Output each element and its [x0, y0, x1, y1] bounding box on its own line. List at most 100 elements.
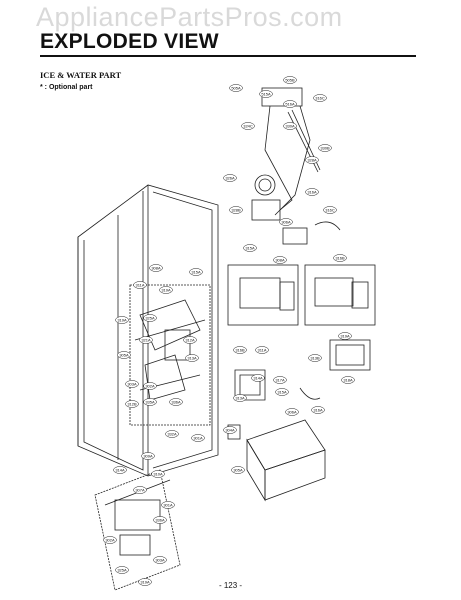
svg-text:305A: 305A: [233, 467, 243, 472]
callout-319a: 319A: [159, 286, 173, 294]
svg-text:306A: 306A: [281, 219, 291, 224]
callout-325a: 325A: [143, 314, 157, 322]
callout-316b: 316B: [233, 346, 247, 354]
svg-text:308A: 308A: [275, 257, 285, 262]
svg-text:336A: 336A: [155, 517, 165, 522]
callout-313a: 313A: [185, 354, 199, 362]
svg-text:313A: 313A: [187, 355, 197, 360]
callout-306a: 306A: [279, 218, 293, 226]
control-box: [227, 419, 326, 502]
svg-text:335A: 335A: [145, 399, 155, 404]
svg-text:330A: 330A: [285, 123, 295, 128]
callout-303a: 303A: [153, 556, 167, 564]
optional-part-note: * : Optional part: [40, 84, 93, 91]
svg-text:515A: 515A: [261, 91, 271, 96]
svg-text:307A: 307A: [135, 487, 145, 492]
callout-313a: 313A: [233, 394, 247, 402]
svg-text:505A: 505A: [231, 85, 241, 90]
watermark: AppliancePartsPros.com: [36, 2, 343, 32]
callout-324c: 324C: [241, 122, 255, 130]
callout-321a: 321A: [139, 336, 153, 344]
svg-text:319A: 319A: [140, 579, 150, 584]
svg-text:318A: 318A: [343, 377, 353, 382]
svg-text:306A: 306A: [287, 409, 297, 414]
callout-305a: 305A: [117, 351, 131, 359]
svg-text:328B: 328B: [231, 207, 241, 212]
title-rule: [40, 55, 416, 57]
callout-305a: 305A: [231, 466, 245, 474]
callout-505a: 505A: [229, 84, 243, 92]
svg-text:332A: 332A: [167, 431, 177, 436]
callout-303a: 303A: [125, 380, 139, 388]
callout-328a: 328A: [305, 156, 319, 164]
callout-311a: 311A: [255, 346, 269, 354]
svg-text:303A: 303A: [155, 557, 165, 562]
dispenser-heater: [234, 369, 321, 401]
callout-302a: 302A: [143, 382, 157, 390]
callout-326a: 326A: [223, 174, 237, 182]
svg-text:336A: 336A: [171, 399, 181, 404]
callout-325a: 325A: [115, 566, 129, 574]
svg-text:325A: 325A: [145, 315, 155, 320]
svg-text:505B: 505B: [285, 77, 295, 82]
heater-frame: [329, 339, 371, 371]
svg-text:330B: 330B: [320, 145, 330, 150]
callout-516a: 516A: [283, 100, 297, 108]
callout-316a: 316A: [311, 406, 325, 414]
svg-text:311A: 311A: [135, 282, 144, 287]
callout-310a: 310A: [151, 470, 165, 478]
svg-text:319A: 319A: [340, 333, 350, 338]
callout-313b: 313B: [308, 354, 322, 362]
svg-text:305A: 305A: [119, 352, 129, 357]
svg-text:316B: 316B: [335, 255, 345, 260]
callout-336a: 336A: [153, 516, 167, 524]
callout-307a: 307A: [133, 486, 147, 494]
svg-text:315A: 315A: [245, 245, 255, 250]
water-valve: [251, 199, 341, 245]
callout-302a: 302A: [103, 536, 117, 544]
callout-309a: 309A: [141, 452, 155, 460]
svg-text:316C: 316C: [325, 207, 335, 212]
section-heading: ICE & WATER PART: [40, 70, 122, 80]
callout-315a: 315A: [189, 268, 203, 276]
callout-515a: 515A: [259, 90, 273, 98]
part-callouts: 505A 505B 515A 516A 316C 324C 330A 330B 328A 326A…: [103, 76, 355, 586]
svg-text:317A: 317A: [275, 377, 285, 382]
cabinet-outline: [77, 184, 219, 477]
callout-312b: 312B: [125, 400, 139, 408]
callout-311a: 311A: [133, 281, 147, 289]
callout-319a: 319A: [338, 332, 352, 340]
callout-318a: 318A: [341, 376, 355, 384]
callout-314a: 314A: [251, 374, 265, 382]
callout-316b: 316B: [333, 254, 347, 262]
callout-304a: 304A: [223, 426, 237, 434]
page-number: - 123 -: [218, 581, 243, 590]
svg-text:310A: 310A: [153, 471, 163, 476]
callout-332a: 332A: [165, 430, 179, 438]
svg-text:301A: 301A: [163, 502, 173, 507]
svg-text:302A: 302A: [145, 383, 155, 388]
svg-text:319A: 319A: [117, 317, 127, 322]
callout-316c: 316C: [313, 94, 327, 102]
ice-bin-right: [304, 264, 376, 326]
ice-bin-left: [227, 264, 299, 326]
svg-text:316A: 316A: [313, 407, 323, 412]
callout-505b: 505B: [283, 76, 297, 84]
svg-text:311A: 311A: [257, 347, 266, 352]
svg-text:309A: 309A: [143, 453, 153, 458]
callout-316c: 316C: [323, 206, 337, 214]
svg-text:326A: 326A: [225, 175, 235, 180]
svg-text:328A: 328A: [307, 157, 317, 162]
callout-301a: 301A: [191, 434, 205, 442]
callout-328b: 328B: [229, 206, 243, 214]
callout-312a: 312A: [183, 336, 197, 344]
svg-text:315A: 315A: [191, 269, 201, 274]
svg-text:316A: 316A: [307, 189, 317, 194]
svg-text:321A: 321A: [141, 337, 151, 342]
svg-text:314A: 314A: [253, 375, 263, 380]
callout-319a: 319A: [115, 316, 129, 324]
callout-314a: 314A: [113, 466, 127, 474]
svg-text:325A: 325A: [117, 567, 127, 572]
callout-308a: 308A: [149, 264, 163, 272]
